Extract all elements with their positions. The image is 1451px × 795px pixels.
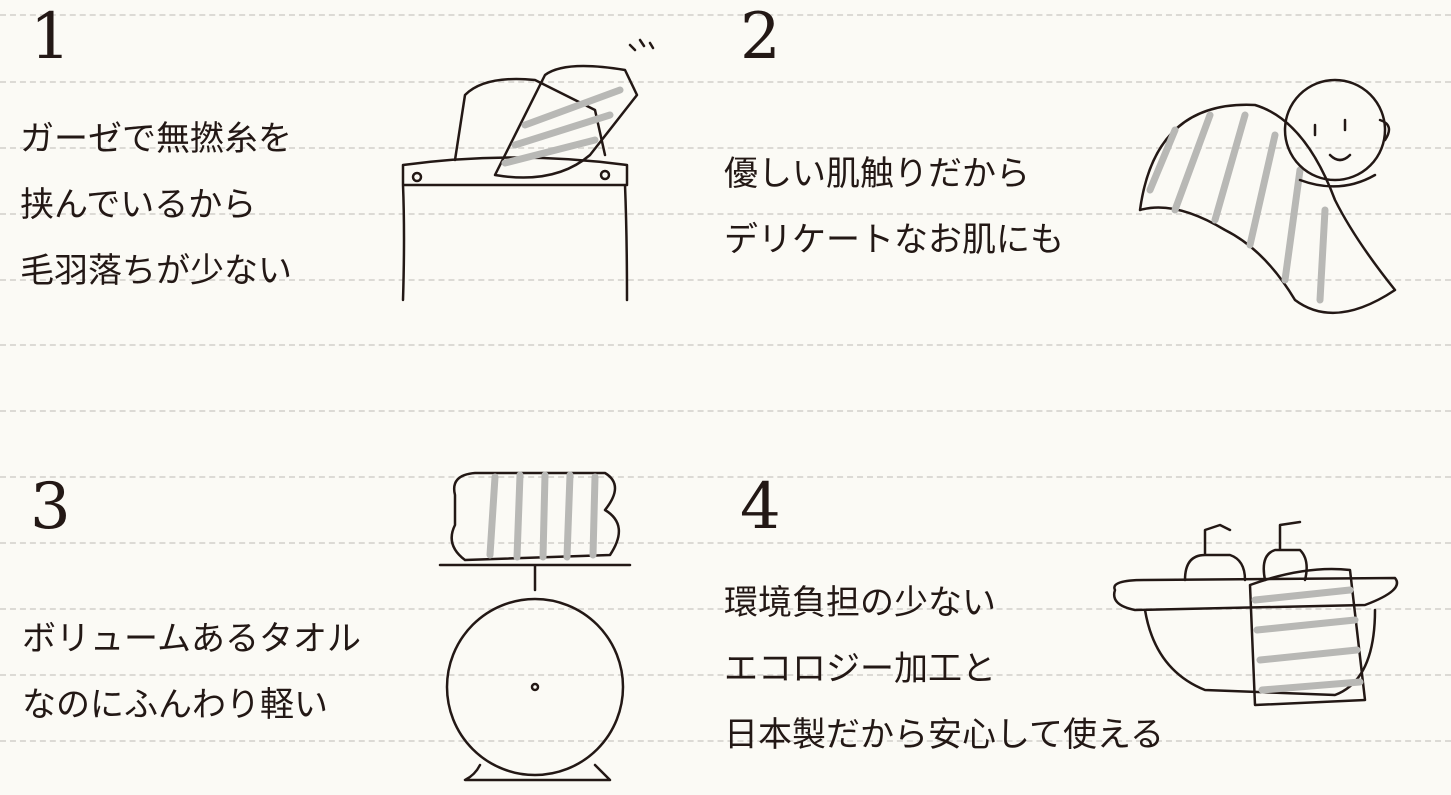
point-text-4: 環境負担の少ない エコロジー加工と 日本製だから安心して使える [724, 586, 1164, 752]
text-line: ガーゼで無撚糸を [20, 119, 292, 159]
point-number-1: 1 [30, 0, 71, 74]
text-line: 優しい肌触りだから [724, 154, 1030, 194]
text-line: デリケートなお肌にも [724, 220, 1064, 260]
text-line: 挟んでいるから [20, 185, 257, 225]
baby-with-towel-illustration [1138, 78, 1397, 315]
towel-on-scale-illustration [438, 471, 632, 782]
point-text-1: ガーゼで無撚糸を 挟んでいるから 毛羽落ちが少ない [20, 122, 292, 288]
point-number-4: 4 [740, 470, 781, 544]
text-line: なのにふんわり軽い [22, 685, 328, 725]
basin-with-bottles-and-towel-illustration [1112, 520, 1399, 707]
text-line: 環境負担の少ない [724, 583, 996, 623]
point-text-2: 優しい肌触りだから デリケートなお肌にも [724, 157, 1064, 257]
point-number-2: 2 [740, 0, 781, 74]
point-text-3: ボリュームあるタオル なのにふんわり軽い [22, 622, 361, 722]
text-line: 日本製だから安心して使える [724, 715, 1164, 755]
washing-machine-illustration [401, 38, 655, 302]
text-line: エコロジー加工と [724, 649, 996, 689]
text-line: 毛羽落ちが少ない [20, 251, 292, 291]
text-line: ボリュームあるタオル [22, 619, 361, 659]
point-number-3: 3 [30, 470, 71, 544]
